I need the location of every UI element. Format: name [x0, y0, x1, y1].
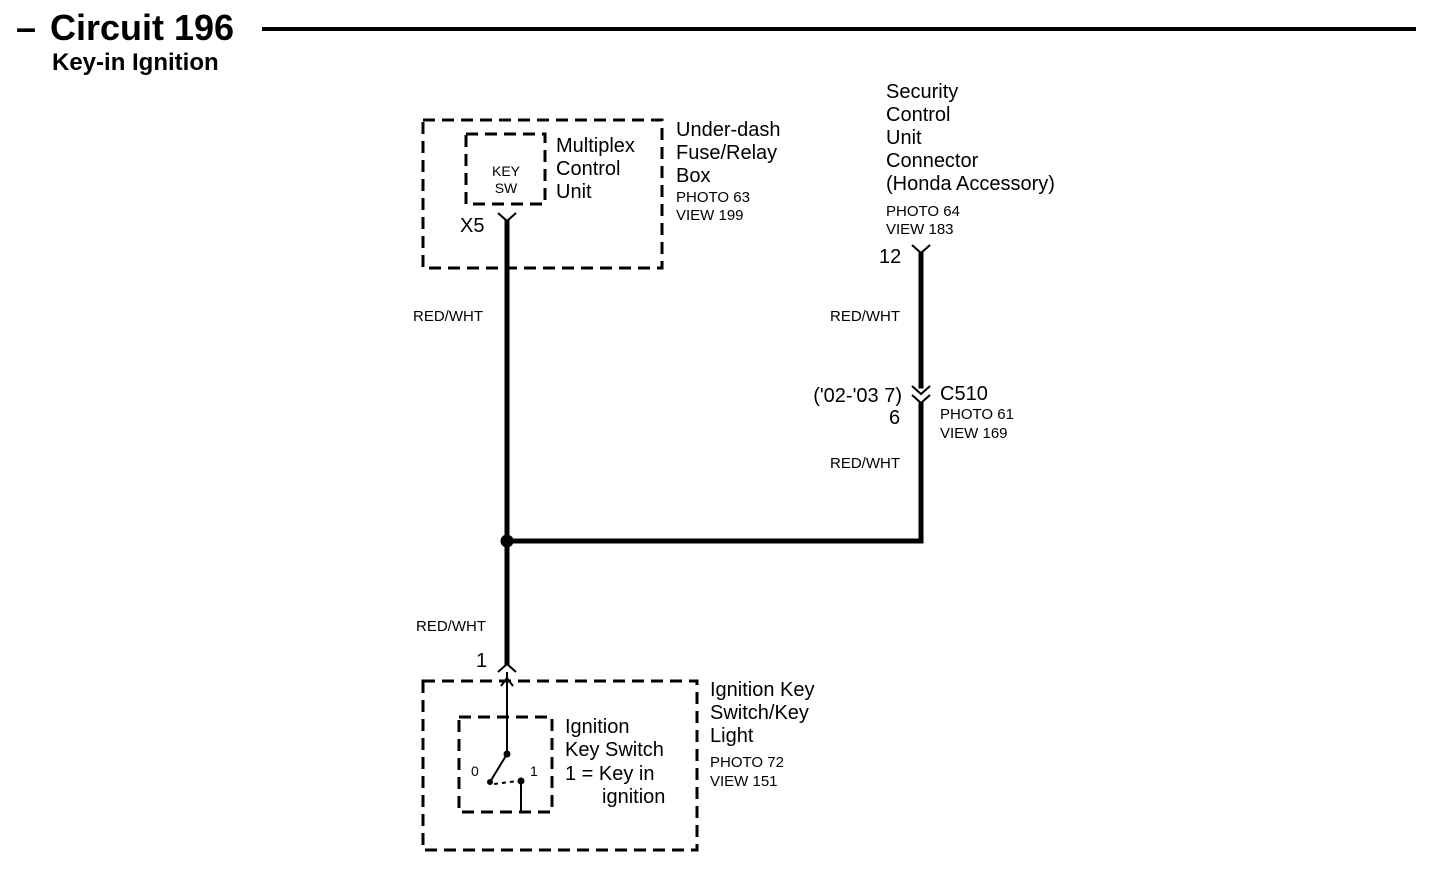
c510-view-ref: VIEW 169 [940, 425, 1008, 442]
title-dash: – [16, 7, 36, 48]
security-label-line-4: Connector [886, 150, 979, 172]
wire-color-left-lower: RED/WHT [416, 618, 486, 635]
circuit-subtitle: Key-in Ignition [52, 49, 219, 76]
ignition-key-switch-caption: Ignition Key Switch/Key Light PHOTO 72 V… [710, 679, 815, 790]
circuit-title: Circuit 196 [50, 7, 234, 48]
connector-c510: C510 PHOTO 61 VIEW 169 ('02-'03 7) 6 [813, 383, 1014, 442]
terminal-x5-label: X5 [460, 215, 484, 237]
switch-travel-dashes [493, 780, 519, 785]
c510-name: C510 [940, 383, 988, 405]
security-view-ref: VIEW 183 [886, 221, 954, 238]
ignition-inner-label-line-3: 1 = Key in [565, 763, 655, 785]
c510-model-years: ('02-'03 7) [813, 385, 902, 407]
key-sw-box-outline [464, 132, 547, 206]
security-photo-ref: PHOTO 64 [886, 203, 960, 220]
security-label-line-3: Unit [886, 127, 922, 149]
switch-lever [489, 753, 508, 783]
under-dash-label-line-1: Under-dash [676, 119, 781, 141]
ignition-inner-label-line-4: ignition [602, 786, 665, 808]
switch-position-0: 0 [471, 763, 479, 779]
ignition-inner-label-line-1: Ignition [565, 716, 630, 738]
diagram-header: – Circuit 196 Key-in Ignition [16, 7, 1416, 76]
switch-position-1: 1 [530, 763, 538, 779]
c510-photo-ref: PHOTO 61 [940, 406, 1014, 423]
ignition-label-line-3: Light [710, 725, 754, 747]
ignition-inner-box-outline [457, 715, 554, 814]
c510-terminal-label: 6 [889, 407, 900, 429]
under-dash-view-ref: VIEW 199 [676, 207, 744, 224]
under-dash-box-caption: Under-dash Fuse/Relay Box PHOTO 63 VIEW … [676, 119, 781, 224]
ignition-view-ref: VIEW 151 [710, 773, 778, 790]
switch-lead-arrow [500, 676, 514, 687]
ignition-inner-label-line-2: Key Switch [565, 739, 664, 761]
ignition-outer-box-outline [421, 679, 699, 852]
ignition-key-switch-assembly: 1 0 1 Ignition Key Switch 1 = Key in ign… [421, 650, 699, 852]
ignition-photo-ref: PHOTO 72 [710, 754, 784, 771]
under-dash-box-outline [421, 118, 664, 270]
under-dash-photo-ref: PHOTO 63 [676, 189, 750, 206]
terminal-12-label: 12 [879, 246, 901, 268]
under-dash-label-line-2: Fuse/Relay [676, 142, 777, 164]
key-sw-line-2: SW [495, 180, 518, 196]
switch-contact-off [487, 779, 493, 785]
under-dash-label-line-3: Box [676, 165, 710, 187]
wire-color-left-upper: RED/WHT [413, 308, 483, 325]
ignition-label-line-2: Switch/Key [710, 702, 809, 724]
multiplex-label-line-1: Multiplex [556, 135, 635, 157]
splice-junction [500, 534, 514, 548]
multiplex-label-line-3: Unit [556, 181, 592, 203]
under-dash-fuse-relay-box: KEY SW Multiplex Control Unit X5 [421, 118, 664, 270]
wiring: RED/WHT RED/WHT RED/WHT RED/WHT [413, 219, 924, 665]
c510-upper-chevron [911, 385, 931, 396]
ignition-label-line-1: Ignition Key [710, 679, 815, 701]
wire-color-right-upper: RED/WHT [830, 308, 900, 325]
terminal-1-label: 1 [476, 650, 487, 672]
security-label-line-5: (Honda Accessory) [886, 173, 1055, 195]
multiplex-label-line-2: Control [556, 158, 620, 180]
wire-color-right-lower: RED/WHT [830, 455, 900, 472]
key-sw-line-1: KEY [492, 163, 521, 179]
security-label-line-1: Security [886, 81, 958, 103]
terminal-1-pin [497, 662, 517, 673]
security-control-unit-connector: Security Control Unit Connector (Honda A… [879, 81, 1055, 268]
security-label-line-2: Control [886, 104, 950, 126]
